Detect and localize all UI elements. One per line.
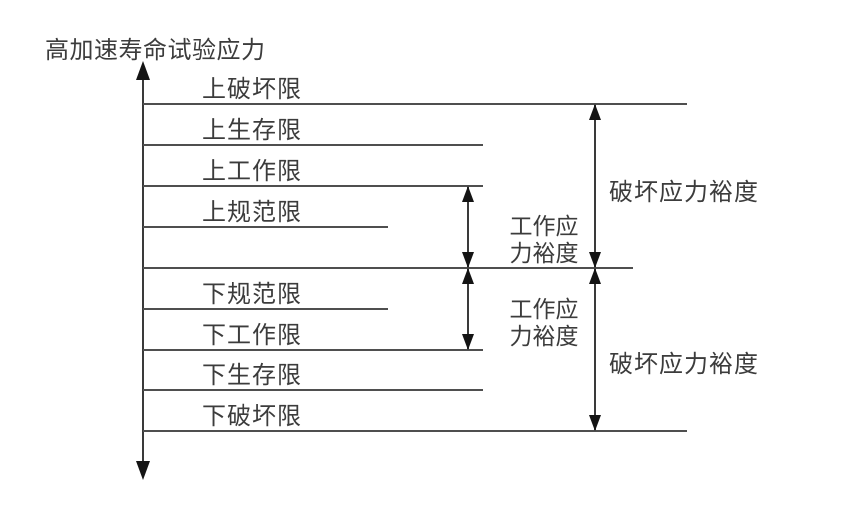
lower-destruct-limit-label: 下破坏限 (202, 404, 302, 430)
lower-operating-margin-arrow-line (467, 269, 469, 349)
upper-operating-margin-arrow-line (467, 187, 469, 267)
lower-spec-limit-line (143, 308, 388, 310)
upper-operating-limit-line (143, 185, 483, 187)
axis-arrow-down-icon (136, 461, 150, 480)
lower-destruct-limit-line (143, 430, 687, 432)
lower-operating-margin-label: 工作应力裕度 (509, 297, 579, 349)
lower-operating-margin-arrowhead-up-icon (462, 268, 474, 284)
upper-destruct-limit-line (143, 103, 687, 105)
lower-destruct-margin-label: 破坏应力裕度 (609, 352, 759, 378)
upper-destruct-limit-label: 上破坏限 (202, 77, 302, 103)
upper-spec-limit-label: 上规范限 (202, 200, 302, 226)
upper-destruct-margin-arrowhead-up-icon (589, 104, 601, 120)
center-nominal-line (143, 267, 633, 269)
lower-survival-limit-line (143, 389, 483, 391)
upper-operating-margin-arrowhead-down-icon (462, 252, 474, 268)
upper-survival-limit-line (143, 144, 483, 146)
axis-label: 高加速寿命试验应力 (45, 38, 266, 64)
upper-survival-limit-label: 上生存限 (202, 118, 302, 144)
lower-survival-limit-label: 下生存限 (202, 363, 302, 389)
upper-destruct-margin-arrow-line (594, 105, 596, 267)
upper-spec-limit-line (143, 226, 388, 228)
upper-destruct-margin-arrowhead-down-icon (589, 252, 601, 268)
upper-destruct-margin-label: 破坏应力裕度 (609, 180, 759, 206)
lower-spec-limit-label: 下规范限 (202, 282, 302, 308)
lower-destruct-margin-arrow-line (594, 269, 596, 430)
upper-operating-margin-label: 工作应力裕度 (509, 214, 579, 266)
lower-operating-limit-line (143, 349, 483, 351)
upper-operating-limit-label: 上工作限 (202, 159, 302, 185)
lower-destruct-margin-arrowhead-up-icon (589, 268, 601, 284)
lower-operating-margin-arrowhead-down-icon (462, 334, 474, 350)
stress-axis-line (142, 66, 144, 466)
axis-arrow-up-icon (136, 61, 150, 80)
lower-operating-limit-label: 下工作限 (202, 323, 302, 349)
lower-destruct-margin-arrowhead-down-icon (589, 415, 601, 431)
upper-operating-margin-arrowhead-up-icon (462, 186, 474, 202)
